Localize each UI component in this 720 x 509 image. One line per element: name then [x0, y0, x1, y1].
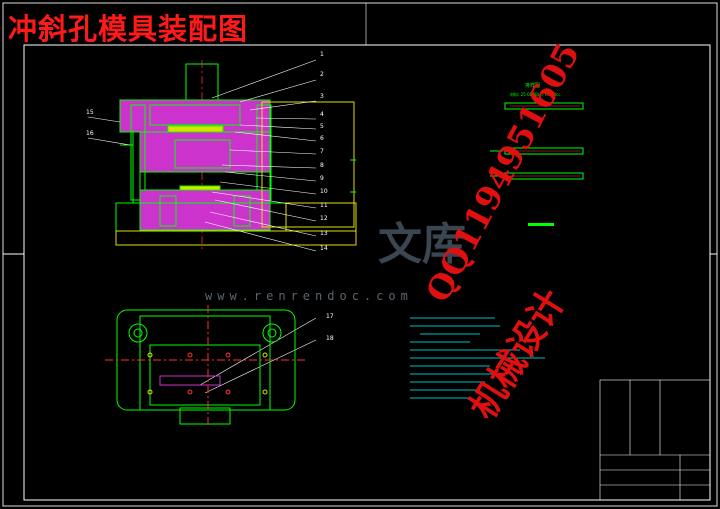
callout-10: 10 [320, 188, 328, 195]
watermark-brand: 文库 [378, 219, 466, 270]
strip-layout: 排样图 材料: 25-0BBB(2) t=4 0cc [490, 82, 584, 226]
callout-17: 17 [326, 313, 334, 320]
callout-3: 3 [320, 93, 324, 100]
callout-18: 18 [326, 335, 334, 342]
callout-numbers: 1 2 3 4 5 6 7 8 9 10 11 12 13 14 15 16 1… [86, 51, 334, 342]
callout-7: 7 [320, 148, 324, 155]
title-block [599, 379, 711, 501]
callout-2: 2 [320, 71, 324, 78]
callout-11: 11 [320, 202, 328, 209]
callout-8: 8 [320, 162, 324, 169]
callout-4: 4 [320, 111, 324, 118]
callout-1: 1 [320, 51, 324, 58]
callout-6: 6 [320, 135, 324, 142]
drawing-title: 冲斜孔模具装配图 [8, 12, 249, 46]
callout-13: 13 [320, 230, 328, 237]
technical-notes [410, 317, 545, 399]
svg-text:材料: 25-0BBB(2) t=4 0cc: 材料: 25-0BBB(2) t=4 0cc [510, 91, 561, 97]
callout-12: 12 [320, 215, 328, 222]
svg-text:排样图: 排样图 [525, 82, 540, 89]
callout-16: 16 [86, 130, 94, 137]
callout-14: 14 [320, 245, 328, 252]
front-section-view [115, 60, 357, 250]
inner-frame [23, 44, 711, 501]
plan-view [105, 305, 305, 425]
watermark-url: www.renrendoc.com [205, 289, 413, 303]
callout-5: 5 [320, 123, 324, 130]
callout-9: 9 [320, 175, 324, 182]
callout-15: 15 [86, 109, 94, 116]
